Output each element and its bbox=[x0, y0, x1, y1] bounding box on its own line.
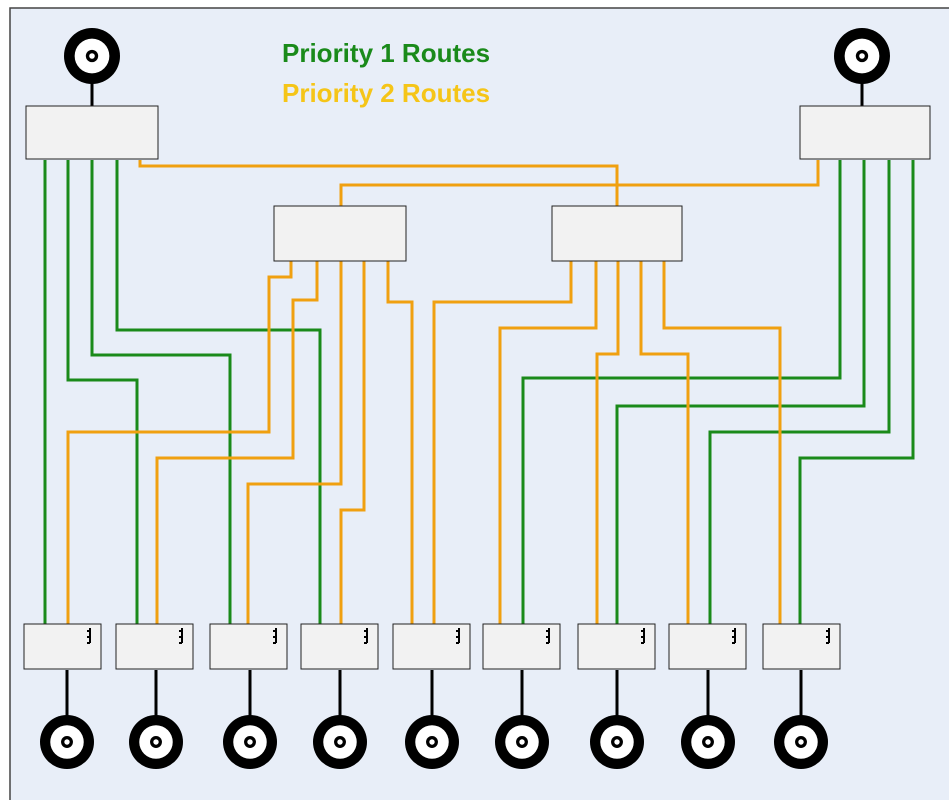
legend-priority-1: Priority 1 Routes bbox=[282, 38, 490, 68]
connector-plug-icon bbox=[179, 628, 183, 644]
legend-priority-2: Priority 2 Routes bbox=[282, 78, 490, 108]
coax-center-pin bbox=[519, 739, 525, 745]
priority-1-route bbox=[798, 160, 915, 625]
coax-center-pin bbox=[89, 53, 95, 59]
coax-center-pin bbox=[705, 739, 711, 745]
priority-1-route bbox=[115, 160, 322, 625]
priority-2-route bbox=[595, 261, 620, 625]
connector-plug-icon bbox=[456, 628, 460, 644]
priority-1-route bbox=[615, 160, 866, 625]
receiver-antenna bbox=[774, 715, 828, 769]
priority-1-route bbox=[66, 160, 139, 625]
coax-center-pin bbox=[614, 739, 620, 745]
receiver-box bbox=[392, 623, 471, 670]
receiver-box bbox=[115, 623, 194, 670]
center-right-splitter bbox=[551, 205, 683, 262]
connector-plug-icon bbox=[641, 628, 645, 644]
legend: Priority 1 Routes Priority 2 Routes bbox=[282, 38, 490, 108]
priority-2-route bbox=[662, 261, 782, 625]
coax-center-pin bbox=[337, 739, 343, 745]
receiver-antenna bbox=[681, 715, 735, 769]
cables bbox=[65, 78, 864, 718]
receiver-box bbox=[668, 623, 747, 670]
splitter-boxes bbox=[23, 105, 931, 670]
top-left-antenna bbox=[64, 28, 120, 84]
receiver-box bbox=[209, 623, 288, 670]
receiver-box bbox=[482, 623, 561, 670]
priority-2-route bbox=[66, 261, 293, 625]
receiver-antenna bbox=[590, 715, 644, 769]
connector-plug-icon bbox=[273, 628, 277, 644]
priority-1-route bbox=[708, 160, 891, 625]
center-left-splitter bbox=[273, 205, 407, 262]
priority-2-route bbox=[498, 261, 598, 625]
priority-2-routes bbox=[66, 160, 820, 625]
coax-center-pin bbox=[798, 739, 804, 745]
priority-2-route bbox=[432, 261, 573, 625]
priority-1-routes bbox=[43, 160, 915, 625]
priority-2-route bbox=[386, 261, 414, 625]
connector-plug-icon bbox=[826, 628, 830, 644]
antennas bbox=[40, 28, 890, 769]
top-right-antenna bbox=[834, 28, 890, 84]
connector-plug-icon bbox=[546, 628, 550, 644]
connector-plug-icon bbox=[732, 628, 736, 644]
priority-2-route bbox=[155, 261, 319, 625]
priority-1-route bbox=[521, 160, 842, 625]
right-splitter bbox=[799, 105, 931, 160]
receiver-antenna bbox=[129, 715, 183, 769]
coax-center-pin bbox=[64, 739, 70, 745]
left-splitter bbox=[25, 105, 159, 160]
receiver-box bbox=[23, 623, 102, 670]
receiver-antenna bbox=[223, 715, 277, 769]
connector-plug-icon bbox=[87, 628, 91, 644]
priority-2-route bbox=[246, 261, 343, 625]
coax-center-pin bbox=[153, 739, 159, 745]
coax-center-pin bbox=[429, 739, 435, 745]
receiver-box-body bbox=[482, 623, 561, 670]
receiver-antenna bbox=[40, 715, 94, 769]
coax-center-pin bbox=[247, 739, 253, 745]
priority-2-route bbox=[339, 261, 366, 625]
receiver-box bbox=[300, 623, 379, 670]
receiver-antenna bbox=[405, 715, 459, 769]
receiver-antenna bbox=[313, 715, 367, 769]
receiver-antenna bbox=[495, 715, 549, 769]
coax-center-pin bbox=[859, 53, 865, 59]
priority-2-route bbox=[639, 261, 690, 625]
receiver-box bbox=[762, 623, 841, 670]
receiver-box bbox=[577, 623, 656, 670]
priority-1-route bbox=[90, 160, 232, 625]
connector-plug-icon bbox=[364, 628, 368, 644]
priority-2-route bbox=[339, 160, 820, 206]
